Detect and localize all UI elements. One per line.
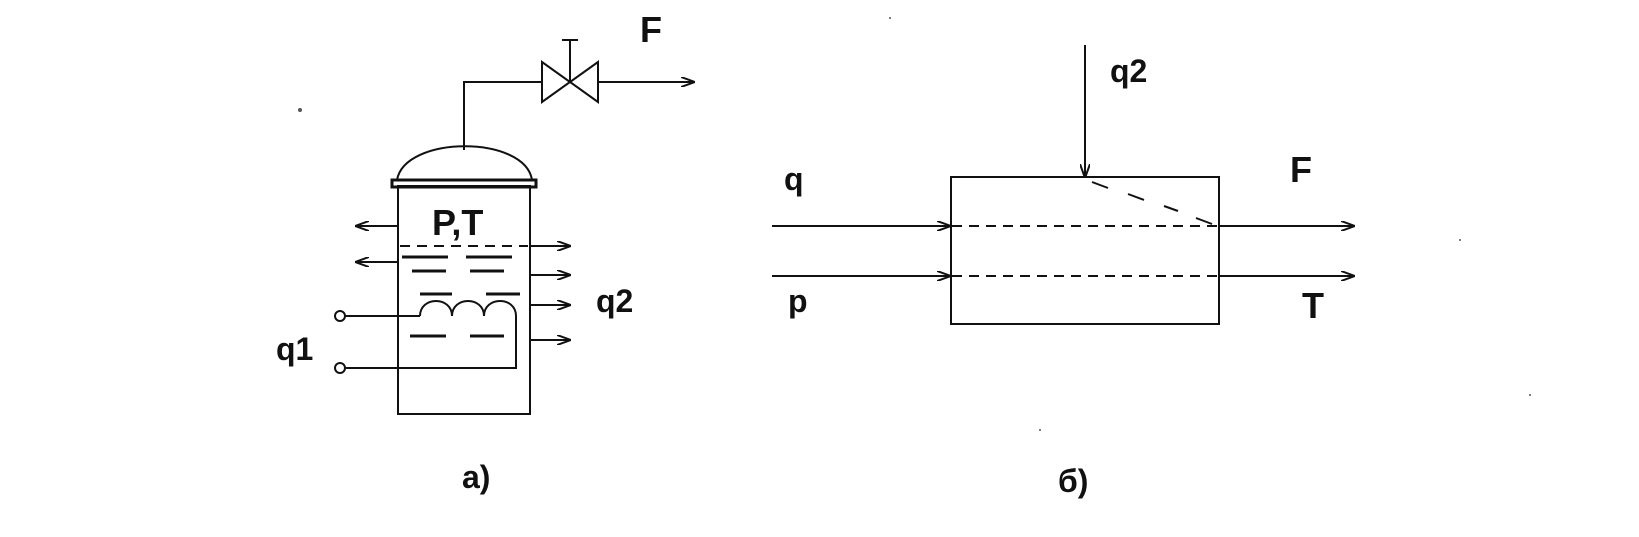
caption-a: а) bbox=[462, 459, 490, 495]
valve-icon bbox=[541, 39, 599, 104]
liquid-marks bbox=[402, 255, 520, 338]
output-label-2: T bbox=[1302, 285, 1324, 326]
state-label: P,T bbox=[432, 202, 483, 243]
caption-b: б) bbox=[1058, 463, 1088, 499]
vessel-flange bbox=[390, 178, 538, 189]
output-label-1: F bbox=[1290, 149, 1312, 190]
heating-coil-icon bbox=[334, 300, 517, 374]
vessel-diagram: F P,T q1 q2 bbox=[276, 9, 694, 495]
process-block bbox=[950, 176, 1220, 325]
outlet-pipe bbox=[463, 81, 542, 150]
vessel-dome bbox=[396, 145, 533, 181]
input-label-2: p bbox=[788, 283, 808, 319]
heat-out-label: q2 bbox=[596, 283, 633, 319]
block-diagram: q2 q p F T б) bbox=[772, 45, 1354, 499]
scan-specks bbox=[298, 17, 1531, 431]
top-input-label: q2 bbox=[1110, 53, 1147, 89]
input-label-1: q bbox=[784, 161, 804, 197]
outlet-label: F bbox=[640, 9, 662, 50]
heat-in-label: q1 bbox=[276, 331, 313, 367]
internal-marks bbox=[1091, 181, 1213, 225]
